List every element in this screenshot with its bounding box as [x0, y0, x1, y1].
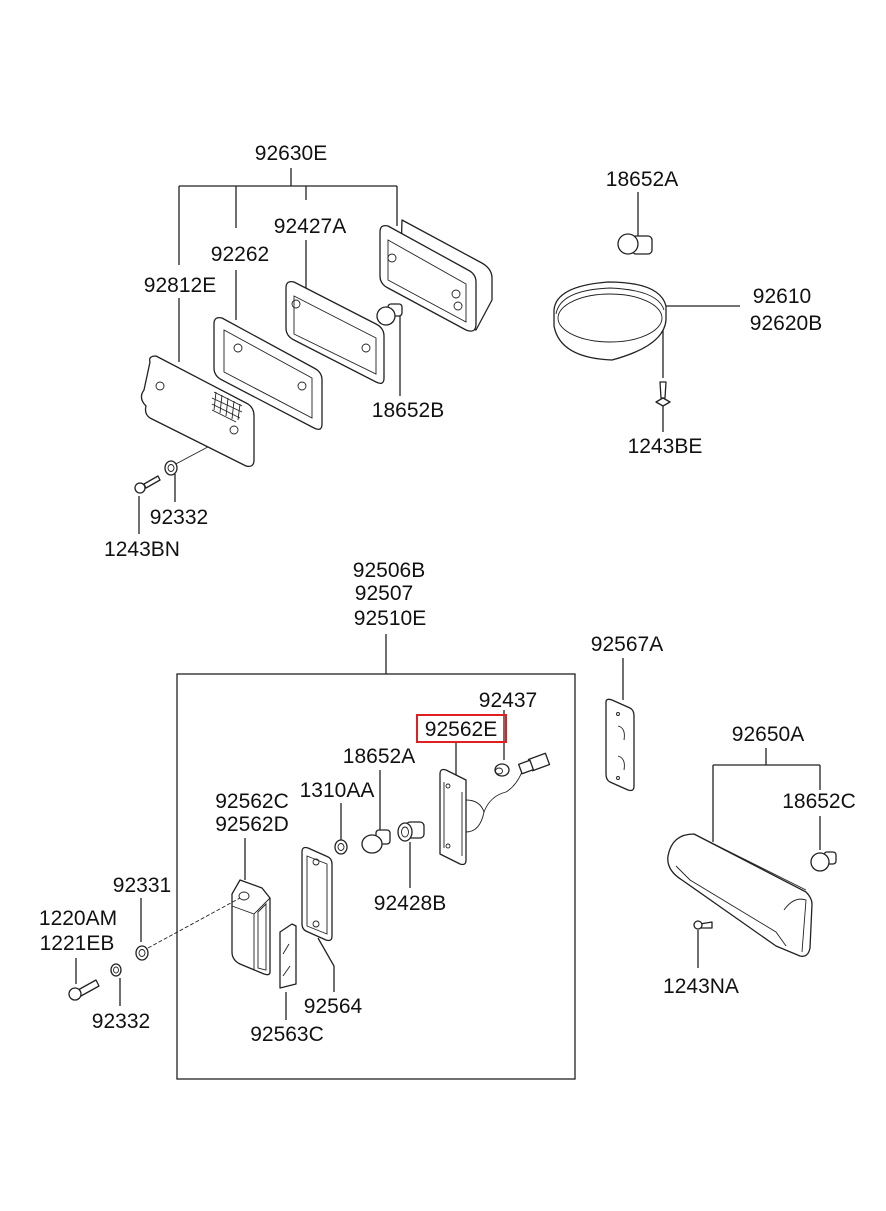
license-lamp-group: 92506B 92507 92510E [176, 559, 576, 1080]
assembly-box [176, 673, 576, 1080]
label-92650A: 92650A [732, 723, 804, 746]
label-92331: 92331 [113, 874, 171, 897]
label-18652C: 18652C [782, 790, 856, 813]
label-92620B: 92620B [750, 312, 822, 335]
label-92262: 92262 [211, 243, 269, 266]
gasket-92427A [285, 280, 385, 384]
label-92507: 92507 [355, 582, 413, 605]
label-1243BE: 1243BE [628, 435, 703, 458]
highlight-92562E [416, 714, 507, 743]
label-92332-top: 92332 [150, 506, 208, 529]
label-92610: 92610 [753, 285, 811, 308]
washer-92331 [135, 945, 149, 961]
lens-92563C [279, 923, 297, 989]
label-18652A-box: 18652A [343, 745, 415, 768]
label-92630E: 92630E [255, 142, 327, 165]
housing-92562C-D [231, 879, 271, 976]
label-92332-bottom: 92332 [92, 1010, 150, 1033]
label-92564: 92564 [304, 995, 363, 1018]
gasket-92564 [301, 846, 333, 942]
socket-92562E [439, 752, 551, 866]
label-92427A: 92427A [274, 215, 346, 238]
leader-92650A [712, 748, 821, 842]
washer-92332-top [164, 460, 178, 476]
socket-92428B [397, 821, 425, 842]
label-92437: 92437 [479, 689, 537, 712]
screw-1243NA [693, 920, 713, 930]
label-1243NA: 1243NA [663, 975, 739, 998]
leader-92564 [317, 937, 335, 992]
top-left-lamp-group: 92630E 92427A 92262 92812E 18652B 92332 … [104, 142, 493, 561]
label-92562D: 92562D [215, 813, 289, 836]
label-1221EB: 1221EB [40, 932, 115, 955]
label-18652A-top: 18652A [606, 168, 678, 191]
label-92562E[interactable]: 92562E [425, 718, 497, 741]
bulb-18652B [376, 303, 403, 326]
label-92428B: 92428B [374, 892, 446, 915]
label-1310AA: 1310AA [300, 779, 375, 802]
label-1220AM: 1220AM [39, 907, 117, 930]
bulb-18652A-box [361, 829, 391, 854]
screw-1220AM [68, 979, 100, 1001]
label-18652B: 18652B [372, 399, 444, 422]
dome-lamp-92610 [553, 281, 667, 361]
gasket-92262 [213, 316, 323, 430]
gasket-92567A-group: 92567A [591, 633, 663, 792]
label-1243BN: 1243BN [104, 538, 180, 561]
gasket-92567A [605, 698, 635, 792]
label-92567A: 92567A [591, 633, 663, 656]
label-92510E: 92510E [354, 607, 426, 630]
left-fasteners-group: 92331 1220AM 1221EB 92332 [39, 874, 241, 1033]
label-92506B: 92506B [353, 559, 425, 582]
label-92563C: 92563C [250, 1023, 324, 1046]
screw-1243BN [134, 475, 161, 494]
label-92562C: 92562C [215, 790, 289, 813]
fastener-axis-line-bottom [147, 897, 241, 949]
bulb-18652C [810, 851, 837, 872]
grommet-92437 [494, 763, 510, 777]
label-92812E: 92812E [144, 274, 216, 297]
top-right-lamp-group: 18652A 92610 92620B 1243BE [553, 168, 822, 458]
leader-92630E [178, 168, 398, 265]
bottom-right-lamp-group: 92650A 18652C 1243NA [663, 723, 856, 998]
lamp-92650A [667, 833, 813, 957]
nut-1310AA [334, 839, 348, 855]
washer-92332-bottom [110, 963, 122, 977]
screw-1243BE [655, 381, 671, 407]
bulb-18652A-top [617, 233, 653, 255]
lens-92812E [140, 355, 255, 468]
lamp-housing-top [379, 219, 493, 332]
